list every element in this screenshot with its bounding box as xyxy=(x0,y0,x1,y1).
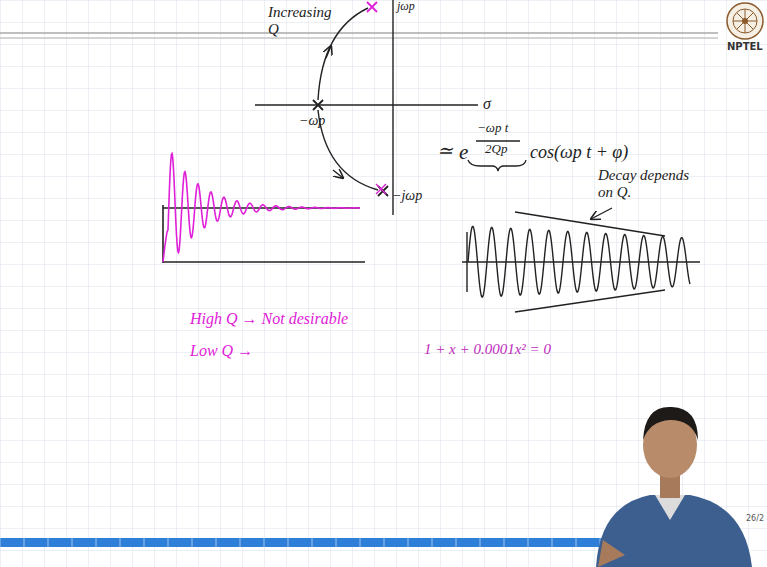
note-label: −ωp t xyxy=(477,121,508,136)
note-text: σ xyxy=(483,95,491,112)
leader-arrow xyxy=(591,208,612,219)
note-label: 1 + x + 0.0001x² = 0 xyxy=(424,341,551,358)
note-text: jωp xyxy=(397,0,415,13)
envelope xyxy=(515,290,665,312)
locus-arrow xyxy=(333,170,343,178)
header-rule xyxy=(0,32,718,34)
pole-cross xyxy=(313,100,323,110)
progress-tick xyxy=(168,538,169,547)
note-text: cos(ωp t + φ) xyxy=(530,142,628,162)
note-text: −jωp xyxy=(392,188,422,203)
root-locus-arc xyxy=(318,8,368,100)
note-label: Low Q → xyxy=(190,342,253,360)
header-rule xyxy=(0,37,718,39)
pole-cross xyxy=(367,2,377,12)
note-text: e xyxy=(459,140,468,164)
locus-arrow xyxy=(326,46,331,58)
progress-tick xyxy=(336,538,337,547)
note-text: 26/2 xyxy=(746,514,764,523)
progress-tick xyxy=(456,538,457,547)
note-label: σ xyxy=(483,95,491,113)
progress-tick xyxy=(120,538,121,547)
progress-tick xyxy=(312,538,313,547)
pole-cross xyxy=(376,184,386,194)
note-label: −ωp xyxy=(299,113,325,129)
progress-tick xyxy=(576,538,577,547)
progress-tick xyxy=(552,538,553,547)
note-text: ≃ xyxy=(437,140,453,161)
progress-tick xyxy=(192,538,193,547)
note-label: High Q → Not desirable xyxy=(190,310,348,328)
progress-tick xyxy=(0,538,1,547)
progress-tick xyxy=(48,538,49,547)
underbrace xyxy=(468,160,526,171)
note-text: Low Q → xyxy=(190,342,253,359)
progress-tick xyxy=(24,538,25,547)
presenter-video xyxy=(578,392,767,567)
step-response xyxy=(163,154,360,262)
note-text: High Q → Not desirable xyxy=(190,310,348,327)
progress-tick xyxy=(144,538,145,547)
root-locus-arc xyxy=(318,110,378,190)
progress-tick xyxy=(216,538,217,547)
note-text: Decay depends on Q. xyxy=(598,167,689,200)
progress-tick xyxy=(384,538,385,547)
progress-tick xyxy=(408,538,409,547)
envelope xyxy=(515,212,665,236)
note-text: −ωp t xyxy=(477,120,508,135)
progress-tick xyxy=(96,538,97,547)
progress-tick xyxy=(72,538,73,547)
time-axis xyxy=(462,261,700,262)
note-text: −ωp xyxy=(299,113,325,128)
note-label: Increasing Q xyxy=(268,4,342,39)
note-text: 2Qp xyxy=(485,141,507,156)
nptel-emblem xyxy=(727,3,763,39)
progress-tick xyxy=(528,538,529,547)
progress-ticks xyxy=(0,538,696,547)
progress-tick xyxy=(240,538,241,547)
time-axis xyxy=(163,261,365,262)
note-label: cos(ωp t + φ) xyxy=(530,142,628,163)
note-text: NPTEL xyxy=(727,41,763,52)
progress-tick xyxy=(264,538,265,547)
note-label: 2Qp xyxy=(485,142,507,157)
note-label: 26/2 xyxy=(746,514,764,523)
note-label: ≃ xyxy=(437,140,453,162)
progress-tick xyxy=(360,538,361,547)
progress-tick xyxy=(504,538,505,547)
progress-tick xyxy=(432,538,433,547)
sigma-axis xyxy=(255,104,478,105)
note-label: −jωp xyxy=(392,188,422,204)
decaying-sinusoid xyxy=(468,226,690,297)
note-text: 1 + x + 0.0001x² = 0 xyxy=(424,341,551,357)
note-label: jωp xyxy=(397,0,415,14)
note-text: Increasing Q xyxy=(268,4,332,37)
note-label: e xyxy=(459,140,468,164)
progress-tick xyxy=(480,538,481,547)
note-label: Decay depends on Q. xyxy=(598,167,698,202)
time-axis xyxy=(466,232,467,292)
progress-tick xyxy=(288,538,289,547)
jw-axis xyxy=(392,0,393,215)
note-label: NPTEL xyxy=(727,41,763,53)
